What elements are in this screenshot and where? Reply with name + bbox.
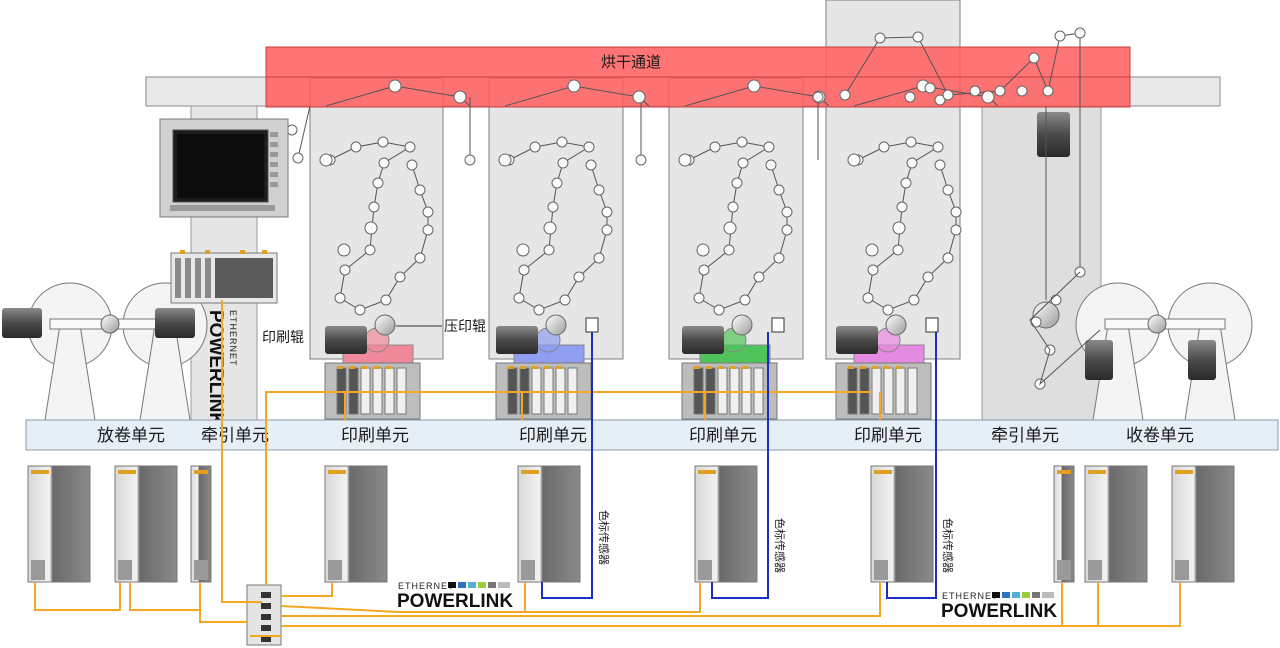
motor-icon [1037,112,1070,157]
motor-icon [2,308,42,338]
unit-label: 印刷单元 [519,426,587,446]
servo-drive [324,465,388,583]
powerlink-logo-1: ETHERNET POWERLINK [397,581,513,612]
servo-drive [1053,465,1075,583]
svg-text:ETHERNET: ETHERNET [398,581,455,591]
rewind-unit [1075,282,1253,421]
impression-roller-icon [545,314,567,336]
color-sensor-label: 色标传感器 [597,510,611,565]
unit-label: 印刷单元 [689,426,757,446]
base-rail [25,419,1279,451]
servo-drive [694,465,758,583]
impression-roller-label: 压印辊 [444,319,486,335]
plc-controller [170,250,278,304]
servo-drive [27,465,91,583]
servo-drive [114,465,178,583]
print-roller-label: 印刷辊 [262,330,304,346]
unit-label: 印刷单元 [854,426,922,446]
unit-label: 牵引单元 [201,426,269,446]
svg-text:ETHERNET: ETHERNET [228,310,238,367]
unit-label: 牵引单元 [991,426,1059,446]
motor-icon [836,326,878,354]
svg-text:POWERLINK: POWERLINK [205,310,226,426]
servo-drive [1171,465,1235,583]
dryer-title: 烘干通道 [601,53,661,71]
servo-drives [27,465,1235,583]
motor-icon [325,326,367,354]
print-tower-3 [668,77,804,360]
svg-text:ETHERNET: ETHERNET [942,591,999,601]
cables [34,300,1181,637]
svg-text:POWERLINK: POWERLINK [941,601,1057,622]
servo-drive [1084,465,1148,583]
impression-roller-icon [885,314,907,336]
unit-label: 印刷单元 [341,426,409,446]
powerlink-logo-vertical: ETHERNET POWERLINK [205,310,238,426]
servo-drive [870,465,934,583]
motor-icon [1085,340,1113,380]
svg-text:POWERLINK: POWERLINK [397,591,513,612]
color-sensor-icon [585,317,599,333]
impression-roller-icon [374,314,396,336]
rollers [286,27,1086,316]
unit-label: 放卷单元 [97,426,165,446]
unit-label: 收卷单元 [1126,426,1194,446]
color-sensor-icon [771,317,785,333]
impression-roller-icon [731,314,753,336]
print-tower-1 [309,77,444,360]
frame-pull-right [981,105,1102,421]
color-sensor-icon [925,317,939,333]
print-assemblies [324,314,939,420]
pull-unit-right [1029,106,1101,390]
servo-drive [517,465,581,583]
powerlink-logo-2: ETHERNET POWERLINK [941,591,1057,622]
servo-drive [190,465,212,583]
hmi-panel [159,118,289,218]
motor-icon [155,308,195,338]
color-sensor-label: 色标传感器 [773,518,787,573]
motor-icon [496,326,538,354]
color-sensor-label: 色标传感器 [941,518,955,573]
motor-icon [682,326,724,354]
motor-icon [1188,340,1216,380]
unwind-unit [2,282,208,421]
